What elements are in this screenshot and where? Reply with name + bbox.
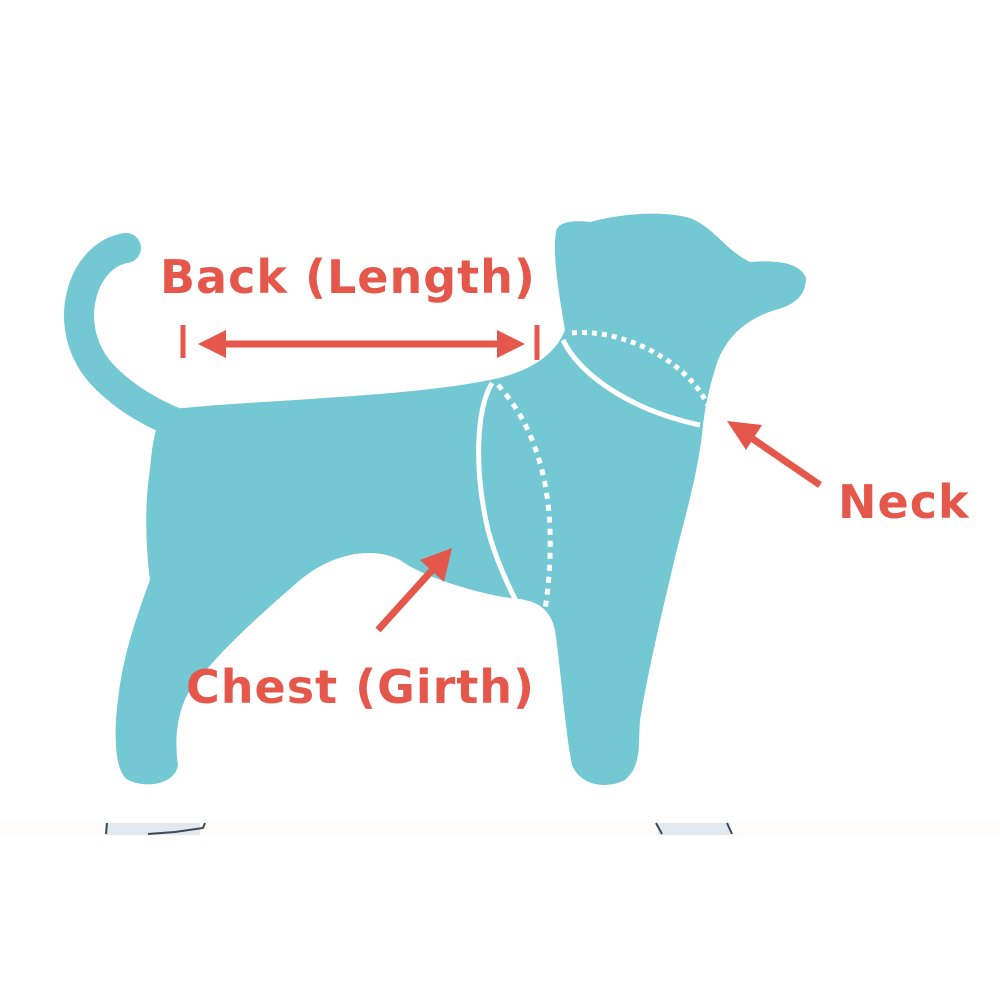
measurement-guides — [476, 329, 713, 611]
back-length-arrow — [180, 325, 540, 360]
neck-label: Neck — [838, 475, 970, 529]
dog-tail — [64, 233, 205, 443]
back-length-label: Back (Length) — [160, 250, 536, 304]
chest-girth-label: Chest (Girth) — [186, 660, 535, 714]
neck-solid-line — [560, 338, 701, 428]
chest-solid-line — [476, 381, 521, 607]
neck-dotted-line — [571, 329, 713, 411]
dog-silhouette — [64, 213, 806, 786]
bottom-artifacts — [0, 822, 1000, 836]
neck-arrow — [727, 421, 822, 488]
chest-dotted-line — [496, 383, 553, 611]
dog-body — [115, 213, 806, 786]
chest-arrow — [375, 548, 452, 633]
